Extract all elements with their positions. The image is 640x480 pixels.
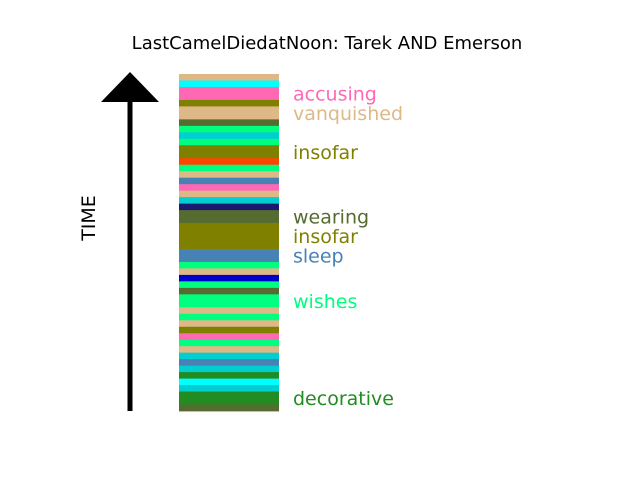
stripe-28 [179,313,279,321]
stripe-1 [179,80,279,88]
stripe-6 [179,125,279,133]
stripe-27 [179,307,279,315]
stripe-23 [179,274,279,282]
stripe-14 [179,184,279,192]
stripe-17 [179,203,279,211]
stripe-0 [179,74,279,81]
word-label-6: wishes [293,291,357,313]
stripe-37 [179,372,279,379]
stripe-33 [179,346,279,354]
word-label-0: accusing [293,83,377,105]
stripe-31 [179,333,279,341]
chart-title: LastCamelDiedatNoon: Tarek AND Emerson [132,33,523,54]
stripe-5 [179,119,279,127]
stripe-40 [179,391,279,405]
stripe-35 [179,359,279,367]
stripe-11 [179,164,279,172]
y-axis-label: TIME [78,195,100,242]
stripe-13 [179,177,279,185]
stripe-18 [179,210,279,224]
stripe-24 [179,281,279,289]
stripe-38 [179,378,279,386]
stripe-10 [179,158,279,166]
stripe-22 [179,268,279,276]
time-arrow [101,72,159,411]
stripe-36 [179,365,279,373]
stripe-39 [179,385,279,392]
stripe-29 [179,320,279,328]
stripe-9 [179,145,279,159]
word-label-5: sleep [293,245,344,267]
stripe-4 [179,106,279,120]
word-label-7: decorative [293,388,394,410]
stripe-26 [179,294,279,308]
stripe-19 [179,223,279,250]
word-label-2: insofar [293,142,358,164]
word-labels: accusingvanquishedinsofarwearinginsofars… [293,83,403,410]
stripe-8 [179,138,279,146]
time-arrow-head [101,72,159,102]
stripe-15 [179,190,279,198]
stripe-30 [179,326,279,334]
stripe-41 [179,404,279,412]
stripe-3 [179,99,279,107]
stripe-2 [179,86,279,101]
stripe-21 [179,261,279,269]
stripe-16 [179,197,279,205]
stripe-column [179,74,279,412]
stripe-12 [179,171,279,179]
stripe-25 [179,287,279,295]
stripe-34 [179,352,279,360]
word-label-3: wearing [293,207,369,229]
stripe-20 [179,248,279,263]
stripe-7 [179,132,279,140]
word-label-1: vanquished [293,103,403,125]
word-label-4: insofar [293,226,358,248]
stripe-32 [179,339,279,347]
